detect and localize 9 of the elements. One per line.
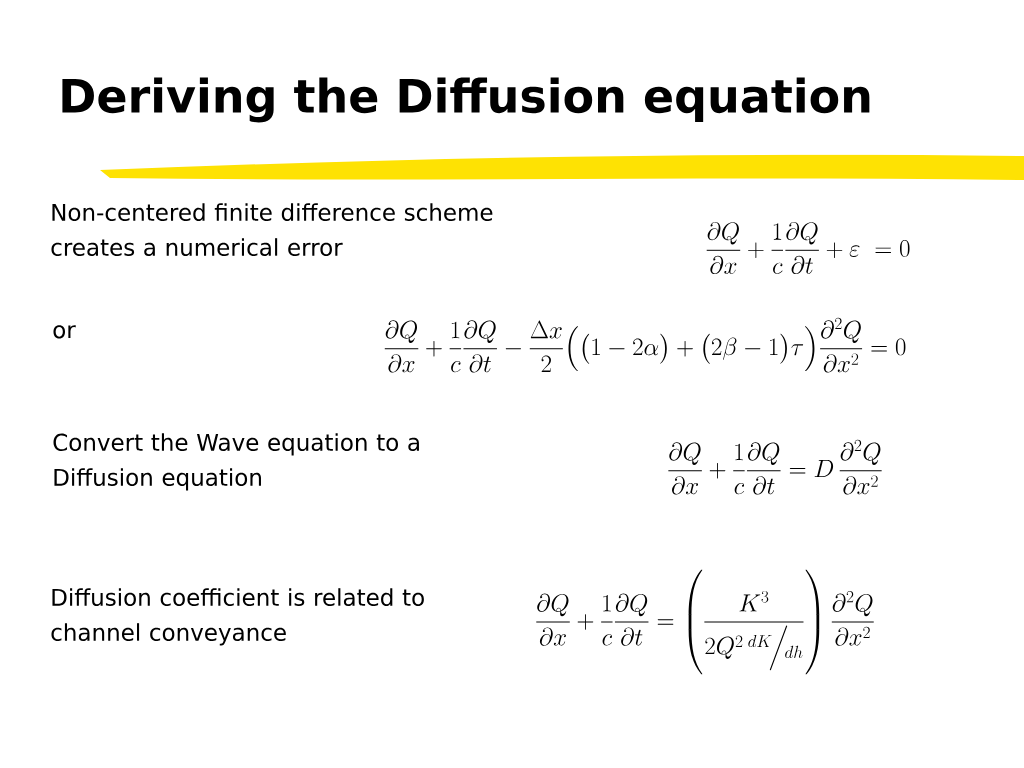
body-text: Non-centered finite difference scheme creates a numerical error xyxy=(51,203,493,256)
equation: $\frac{\partial Q}{\partial x}+\frac{1}{c}\frac{\partial Q}{\partial t}=\left(\frac{K^{3}}{2Q^{2}\,{}^{dK}\!\Big/\!{}_{dh}}\right)\frac{\partial^{2} Q}{\partial x^{2}}$ xyxy=(536,569,874,675)
body-text: or xyxy=(53,325,76,339)
body-text: Diffusion coefficient is related to channel conveyance xyxy=(51,588,424,646)
title: Deriving the Diffusion equation xyxy=(62,77,870,123)
equation: $\frac{\partial Q}{\partial x}+\frac{1}{c}\frac{\partial Q}{\partial t}+\varepsilon\;=0$ xyxy=(706,221,910,275)
equation: $\frac{\partial Q}{\partial x}+\frac{1}{c}\frac{\partial Q}{\partial t}-\frac{\Delta x}{2}\Big(\big(1-2\alpha\big)+\big(2\beta-1\big)\tau\Big)\frac{\partial^{2} Q}{\partial x^{2}}=0$ xyxy=(384,317,906,373)
equation: $\frac{\partial Q}{\partial x}+\frac{1}{c}\frac{\partial Q}{\partial t}=D\,\frac{\partial^{2} Q}{\partial x^{2}}$ xyxy=(668,439,882,495)
body-text: Convert the Wave equation to a Diffusion equation xyxy=(53,433,419,491)
